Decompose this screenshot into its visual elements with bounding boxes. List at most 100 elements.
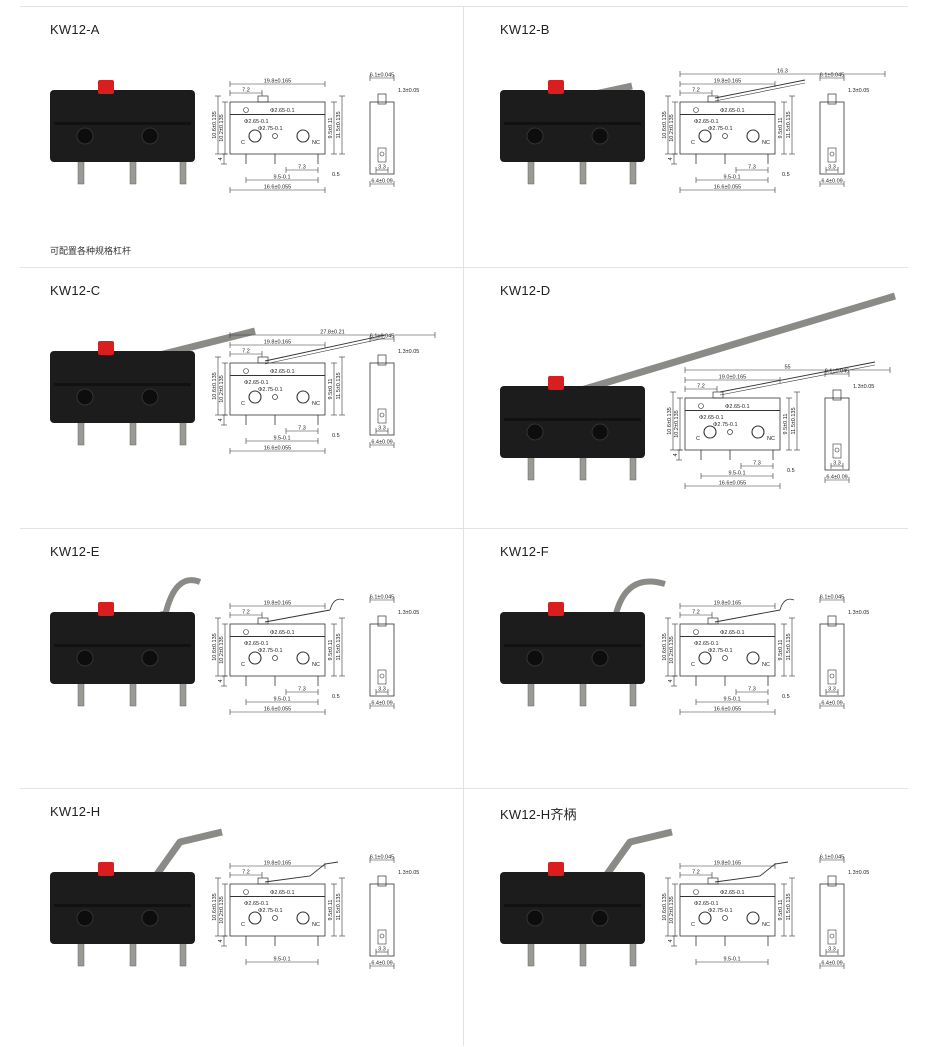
dim-phi-2: Φ2.75-0.1 <box>708 648 733 654</box>
terminal-label-c: C <box>691 922 695 928</box>
drawing-actuator <box>257 95 269 103</box>
dim-height-1-label: 10.6±0.135 <box>212 633 218 661</box>
drawing-body-line <box>230 636 325 637</box>
drawing-actuator <box>257 356 269 364</box>
dim-top-label: 19.8±0.165 <box>714 79 742 85</box>
dim-side-1-3: 1.3±0.05 <box>398 610 419 616</box>
drawing-hole-mid <box>272 655 278 661</box>
switch-body <box>50 351 195 423</box>
drawing-body-line <box>685 410 780 411</box>
actuator-button <box>98 862 114 876</box>
mounting-hole-2 <box>141 909 159 927</box>
dim-side-1-3: 1.3±0.05 <box>848 870 869 876</box>
drawing-hole-nc <box>751 425 765 439</box>
switch-body-seam <box>54 122 191 125</box>
model-figure: 19.8±0.1657.2Φ2.65-0.1Φ2.75-0.1Φ2.65-0.1… <box>50 577 419 715</box>
actuator-button <box>548 376 564 390</box>
drawing-body-line <box>680 636 775 637</box>
dim-lever-length-label: 55 <box>784 365 790 371</box>
dim-phi-3: Φ2.65-0.1 <box>270 369 295 375</box>
dim-0-5: 0.5 <box>332 694 340 700</box>
dim-side-3-3-label: 3.3 <box>828 947 836 953</box>
drawing-com-mark <box>243 107 249 113</box>
drawing-lever <box>714 79 806 99</box>
side-view-pin <box>377 147 387 163</box>
terminal-label-c: C <box>241 140 245 146</box>
side-view-actuator <box>827 875 837 887</box>
actuator-button <box>98 341 114 355</box>
dim-four-label: 4 <box>218 679 224 682</box>
side-view-body <box>819 883 845 957</box>
dim-side-3-3-label: 3.3 <box>378 687 386 693</box>
drawing-com-mark <box>243 368 249 374</box>
dim-16-6-label: 16.6±0.055 <box>714 707 742 713</box>
switch-body <box>500 872 645 944</box>
drawing-lever <box>719 361 876 393</box>
model-title: KW12-F <box>500 544 549 559</box>
dim-right-2-label: 11.5±0.135 <box>336 372 342 399</box>
lever-hook <box>162 577 202 617</box>
model-figure: 19.8±0.1657.2Φ2.65-0.1Φ2.75-0.1Φ2.65-0.1… <box>500 828 869 969</box>
dim-7-2-label: 7.2 <box>692 610 700 616</box>
terminal-label-c: C <box>691 662 695 668</box>
drawing-body-outline <box>679 623 776 677</box>
dim-phi-2: Φ2.75-0.1 <box>708 126 733 132</box>
lever-hook <box>612 578 666 619</box>
dim-0-5: 0.5 <box>787 468 795 474</box>
mounting-hole-2 <box>591 909 609 927</box>
side-view-body <box>819 623 845 697</box>
dim-phi-3: Φ2.65-0.1 <box>720 630 745 636</box>
top-divider <box>20 6 908 7</box>
drawing-body-outline <box>229 362 326 416</box>
mounting-hole-1 <box>526 909 544 927</box>
dim-7-2-label: 7.2 <box>242 870 250 876</box>
dim-side-1-3: 1.3±0.05 <box>848 88 869 94</box>
side-view-actuator <box>827 615 837 627</box>
dim-right-1-label: 9.5±0.11 <box>778 900 784 921</box>
drawing-hole-nc <box>746 911 760 925</box>
dim-7-2-label: 7.2 <box>692 870 700 876</box>
drawing-body-outline <box>679 883 776 937</box>
dim-height-1-label: 10.6±0.135 <box>662 893 668 921</box>
drawing-hole-nc <box>296 911 310 925</box>
drawing-actuator <box>707 95 719 103</box>
drawing-lever <box>714 609 781 623</box>
drawing-body-outline <box>679 101 776 155</box>
switch-body-seam <box>54 904 191 907</box>
side-view-pin-hole <box>379 933 385 939</box>
dim-height-1-label: 10.6±0.135 <box>662 633 668 661</box>
dim-side-6-4-label: 6.4±0.09 <box>821 179 842 185</box>
switch-body <box>500 386 645 458</box>
drawing-hole-c <box>698 651 712 665</box>
dim-height-1-label: 10.6±0.135 <box>212 893 218 921</box>
dim-7-3-label: 7.3 <box>298 687 306 693</box>
mounting-hole-2 <box>141 388 159 406</box>
dim-0-5: 0.5 <box>332 433 340 439</box>
dim-7-3-label: 7.3 <box>753 461 761 467</box>
dim-side-3-3-label: 3.3 <box>833 461 841 467</box>
dim-phi-1: Φ2.65-0.1 <box>694 119 719 125</box>
dim-phi-1: Φ2.65-0.1 <box>244 380 269 386</box>
mounting-hole-1 <box>76 649 94 667</box>
dim-side-3-3-label: 3.3 <box>828 165 836 171</box>
switch-body <box>50 872 195 944</box>
drawing-body-outline <box>229 883 326 937</box>
dim-7-3-label: 7.3 <box>748 687 756 693</box>
drawing-hole-nc <box>746 651 760 665</box>
mounting-hole-1 <box>526 127 544 145</box>
model-figure: 19.8±0.16527.8±0.217.2Φ2.65-0.1Φ2.75-0.1… <box>50 327 436 454</box>
drawing-com-mark <box>243 629 249 635</box>
model-figure: 19.8±0.1657.2Φ2.65-0.1Φ2.75-0.1Φ2.65-0.1… <box>50 73 419 193</box>
dim-right-2-label: 11.5±0.135 <box>336 633 342 660</box>
mounting-hole-1 <box>76 127 94 145</box>
dim-height-2-label: 10.2±0.135 <box>669 896 675 924</box>
dim-9-5-label: 9.5-0.1 <box>723 697 740 703</box>
side-view-pin <box>827 669 837 685</box>
dim-height-2-label: 10.2±0.135 <box>219 375 225 403</box>
drawing-hole-nc <box>296 390 310 404</box>
dim-height-2-label: 10.2±0.135 <box>219 114 225 142</box>
dim-side-6-1-label: 6.1±0.045 <box>370 334 394 340</box>
